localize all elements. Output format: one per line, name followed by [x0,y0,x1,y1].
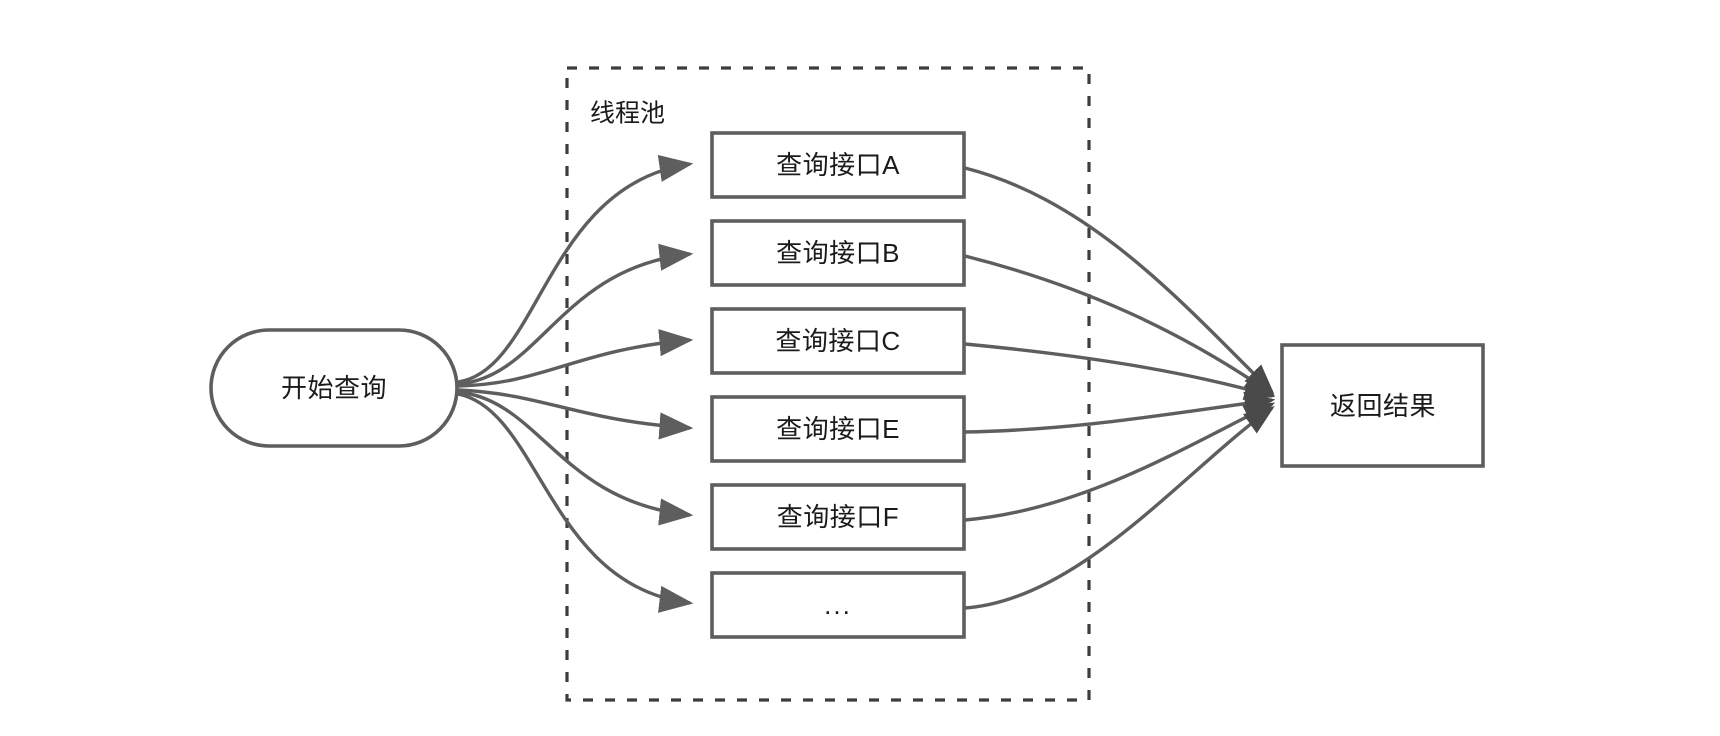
edge-start-to-task-2 [457,243,694,386]
end-node-shape [1280,343,1485,468]
start-node[interactable]: 开始查询 [209,328,459,448]
task-node-4-shape [710,395,966,463]
thread-pool-label: 线程池 [590,100,665,128]
start-node-shape [209,328,459,448]
task-node-2-shape [710,219,966,287]
end-node[interactable]: 返回结果 [1280,343,1485,468]
edge-task-1-to-end [964,166,1275,395]
task-node-1-label: 查询接口A [776,150,900,180]
task-node-1-shape [710,131,966,199]
task-node-6-label: ... [824,590,852,620]
edge-start-to-task-5 [457,390,694,526]
task-node-5-shape [710,483,966,551]
task-node-4-label: 查询接口E [776,414,900,444]
edge-start-to-task-3 [457,329,694,388]
edge-task-5-to-end [964,402,1276,522]
task-node-2-label: 查询接口B [776,238,900,268]
task-node-5-label: 查询接口F [777,502,899,532]
task-node-5[interactable]: 查询接口F [710,483,966,551]
edge-start-to-task-1 [457,154,694,384]
edge-start-to-task-6 [457,392,694,613]
thread-pool-group-border [565,66,1091,702]
edge-start-to-task-4 [457,388,694,440]
task-node-3-shape [710,307,966,375]
task-node-3-label: 查询接口C [775,326,900,356]
task-node-1[interactable]: 查询接口A [710,131,966,199]
task-node-6-shape [710,571,966,639]
edges-fanout [457,154,694,613]
edge-task-3-to-end [964,342,1276,401]
task-node-2[interactable]: 查询接口B [710,219,966,287]
end-node-label: 返回结果 [1330,391,1436,421]
task-node-4[interactable]: 查询接口E [710,395,966,463]
edge-task-6-to-end [964,406,1275,610]
edge-task-4-to-end [964,391,1276,434]
start-node-label: 开始查询 [281,373,387,403]
edges-fanin [964,166,1276,610]
task-node-6[interactable]: ... [710,571,966,639]
task-node-3[interactable]: 查询接口C [710,307,966,375]
edge-task-2-to-end [964,254,1275,396]
